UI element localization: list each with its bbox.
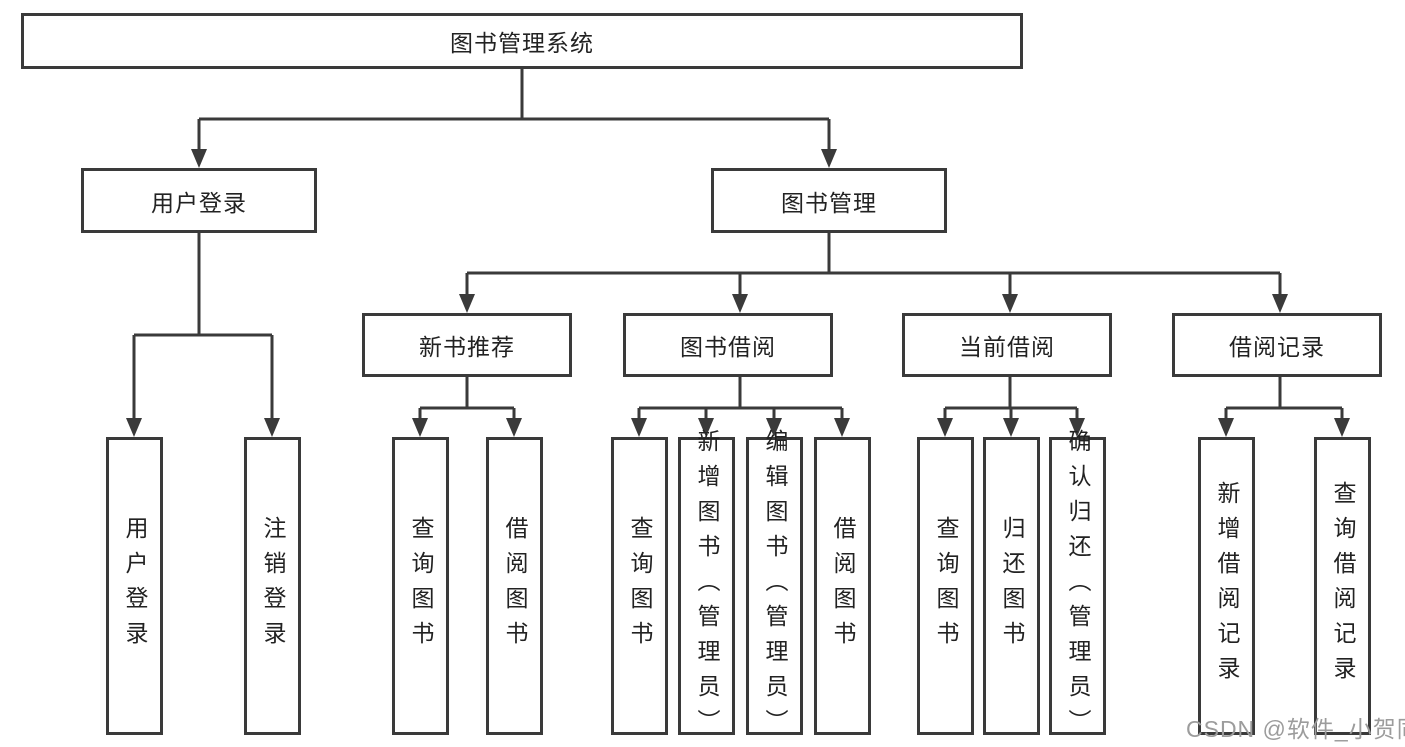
leaf-current-query-book-label: 查询图书 (933, 516, 959, 656)
leaf-records-add-record: 新增借阅记录 (1198, 437, 1255, 735)
node-current-borrow-label: 当前借阅 (959, 334, 1055, 360)
leaf-borrow-query-book: 查询图书 (611, 437, 668, 735)
node-book-management-label: 图书管理 (781, 189, 877, 216)
arrowhead (1272, 294, 1288, 313)
arrowhead (732, 294, 748, 313)
leaf-borrow-query-book-label: 查询图书 (627, 516, 653, 656)
leaf-records-add-record-label: 新增借阅记录 (1214, 481, 1240, 691)
node-book-management: 图书管理 (711, 168, 947, 233)
leaf-recommend-query-book: 查询图书 (392, 437, 449, 735)
leaf-logout: 注销登录 (244, 437, 301, 735)
node-book-borrow-label: 图书借阅 (680, 334, 776, 360)
leaf-records-query-record-label: 查询借阅记录 (1330, 481, 1356, 691)
node-root-label: 图书管理系统 (450, 30, 594, 56)
arrowhead (459, 294, 475, 313)
leaf-current-return-book-label: 归还图书 (999, 516, 1025, 656)
leaf-recommend-query-book-label: 查询图书 (408, 516, 434, 656)
arrowhead (834, 418, 850, 437)
leaf-borrow-edit-book: 编辑图书（管理员） (746, 429, 803, 744)
leaf-user-login-label: 用户登录 (122, 516, 148, 656)
leaf-records-query-record: 查询借阅记录 (1314, 437, 1371, 735)
leaf-recommend-borrow-book: 借阅图书 (486, 437, 543, 735)
node-new-book-recommend-label: 新书推荐 (419, 334, 515, 360)
arrowhead (191, 149, 207, 168)
arrowhead (506, 418, 522, 437)
leaf-borrow-add-book: 新增图书（管理员） (678, 429, 735, 744)
watermark: CSDN @软件_小贺同学 (1186, 716, 1405, 742)
leaf-current-confirm-return-label: 确认归还（管理员） (1065, 428, 1091, 744)
leaf-logout-label: 注销登录 (260, 516, 286, 656)
arrowhead (412, 418, 428, 437)
node-new-book-recommend: 新书推荐 (362, 313, 572, 377)
leaf-current-confirm-return: 确认归还（管理员） (1049, 429, 1106, 744)
node-root: 图书管理系统 (21, 13, 1023, 69)
arrowhead (1002, 294, 1018, 313)
leaf-borrow-borrow-book: 借阅图书 (814, 437, 871, 735)
node-book-borrow: 图书借阅 (623, 313, 833, 377)
leaf-borrow-add-book-label: 新增图书（管理员） (694, 428, 720, 744)
arrowhead (631, 418, 647, 437)
leaf-user-login: 用户登录 (106, 437, 163, 735)
leaf-recommend-borrow-book-label: 借阅图书 (502, 516, 528, 656)
node-user-login-label: 用户登录 (151, 189, 247, 216)
arrowhead (1334, 418, 1350, 437)
arrowhead (126, 418, 142, 437)
node-current-borrow: 当前借阅 (902, 313, 1112, 377)
node-borrow-records-label: 借阅记录 (1229, 334, 1325, 360)
arrowhead (937, 418, 953, 437)
node-user-login: 用户登录 (81, 168, 317, 233)
node-borrow-records: 借阅记录 (1172, 313, 1382, 377)
leaf-current-query-book: 查询图书 (917, 437, 974, 735)
leaf-borrow-edit-book-label: 编辑图书（管理员） (762, 428, 788, 744)
arrowhead (821, 149, 837, 168)
arrowhead (1218, 418, 1234, 437)
arrowhead (1003, 418, 1019, 437)
leaf-current-return-book: 归还图书 (983, 437, 1040, 735)
leaf-borrow-borrow-book-label: 借阅图书 (830, 516, 856, 656)
arrowhead (264, 418, 280, 437)
